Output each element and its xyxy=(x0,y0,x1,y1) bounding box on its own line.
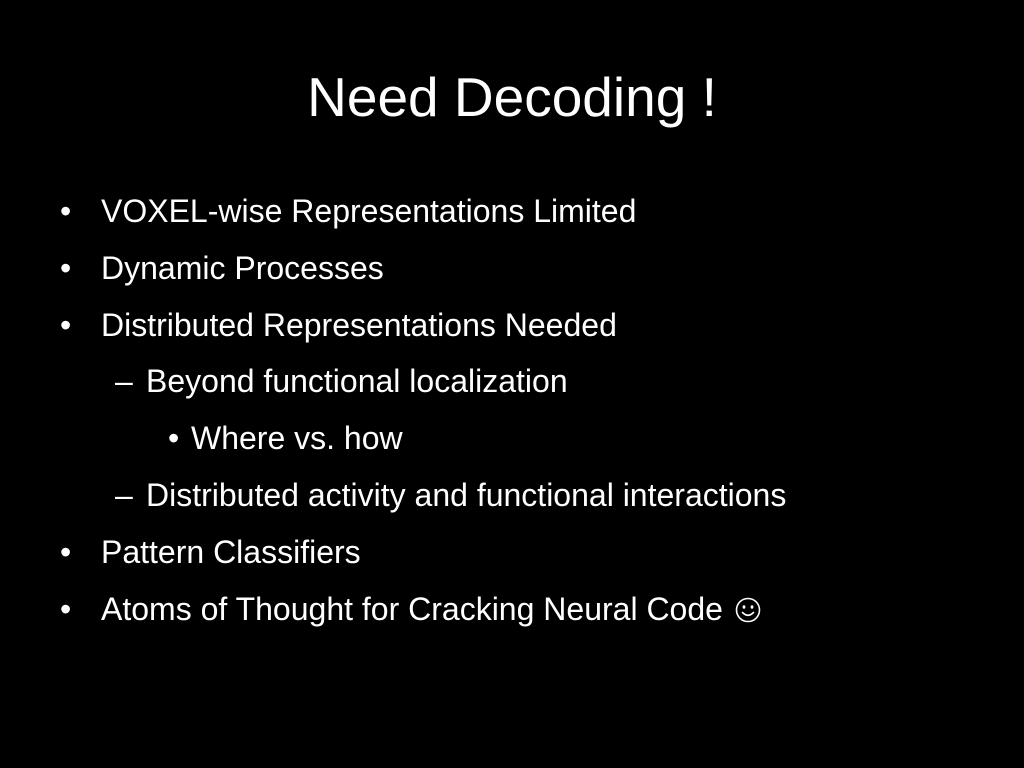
bullet-text: VOXEL-wise Representations Limited xyxy=(101,193,637,229)
sub-bullet-item: – Distributed activity and functional in… xyxy=(0,471,1024,528)
bullet-marker: • xyxy=(60,533,72,570)
bullet-marker: • xyxy=(60,306,72,343)
bullet-item: • Atoms of Thought for Cracking Neural C… xyxy=(0,585,1024,642)
bullet-text: Pattern Classifiers xyxy=(101,533,361,570)
bullet-item: • Pattern Classifiers xyxy=(0,528,1024,585)
bullet-item: • Dynamic Processes xyxy=(0,244,1024,301)
bullet-marker: • xyxy=(168,420,180,457)
sub-bullet-text: Distributed activity and functional inte… xyxy=(146,476,787,513)
bullet-marker: • xyxy=(60,249,72,286)
sub-sub-bullet-item: • Where vs. how xyxy=(0,414,1024,471)
slide-title: Need Decoding ! xyxy=(307,66,717,128)
smiley-face-icon xyxy=(735,597,761,622)
bullet-item: • VOXEL-wise Representations Limited xyxy=(0,187,1024,244)
sub-sub-bullet-text: Where vs. how xyxy=(191,420,403,457)
bullet-item: • Distributed Representations Needed xyxy=(0,301,1024,358)
sub-bullet-item: – Beyond functional localization xyxy=(0,357,1024,414)
bullet-text-with-icon: Atoms of Thought for Cracking Neural Cod… xyxy=(101,585,761,633)
bullet-marker: • xyxy=(60,590,72,627)
bullet-text: Distributed Representations Needed xyxy=(101,306,617,343)
bullet-list: • VOXEL-wise Representations Limited • D… xyxy=(0,187,1024,641)
bullet-text: Atoms of Thought for Cracking Neural Cod… xyxy=(101,590,723,627)
dash-marker: – xyxy=(115,476,133,513)
bullet-marker: • xyxy=(60,193,72,229)
sub-bullet-text: Beyond functional localization xyxy=(146,363,568,400)
bullet-text: Dynamic Processes xyxy=(101,249,384,286)
dash-marker: – xyxy=(115,363,133,400)
